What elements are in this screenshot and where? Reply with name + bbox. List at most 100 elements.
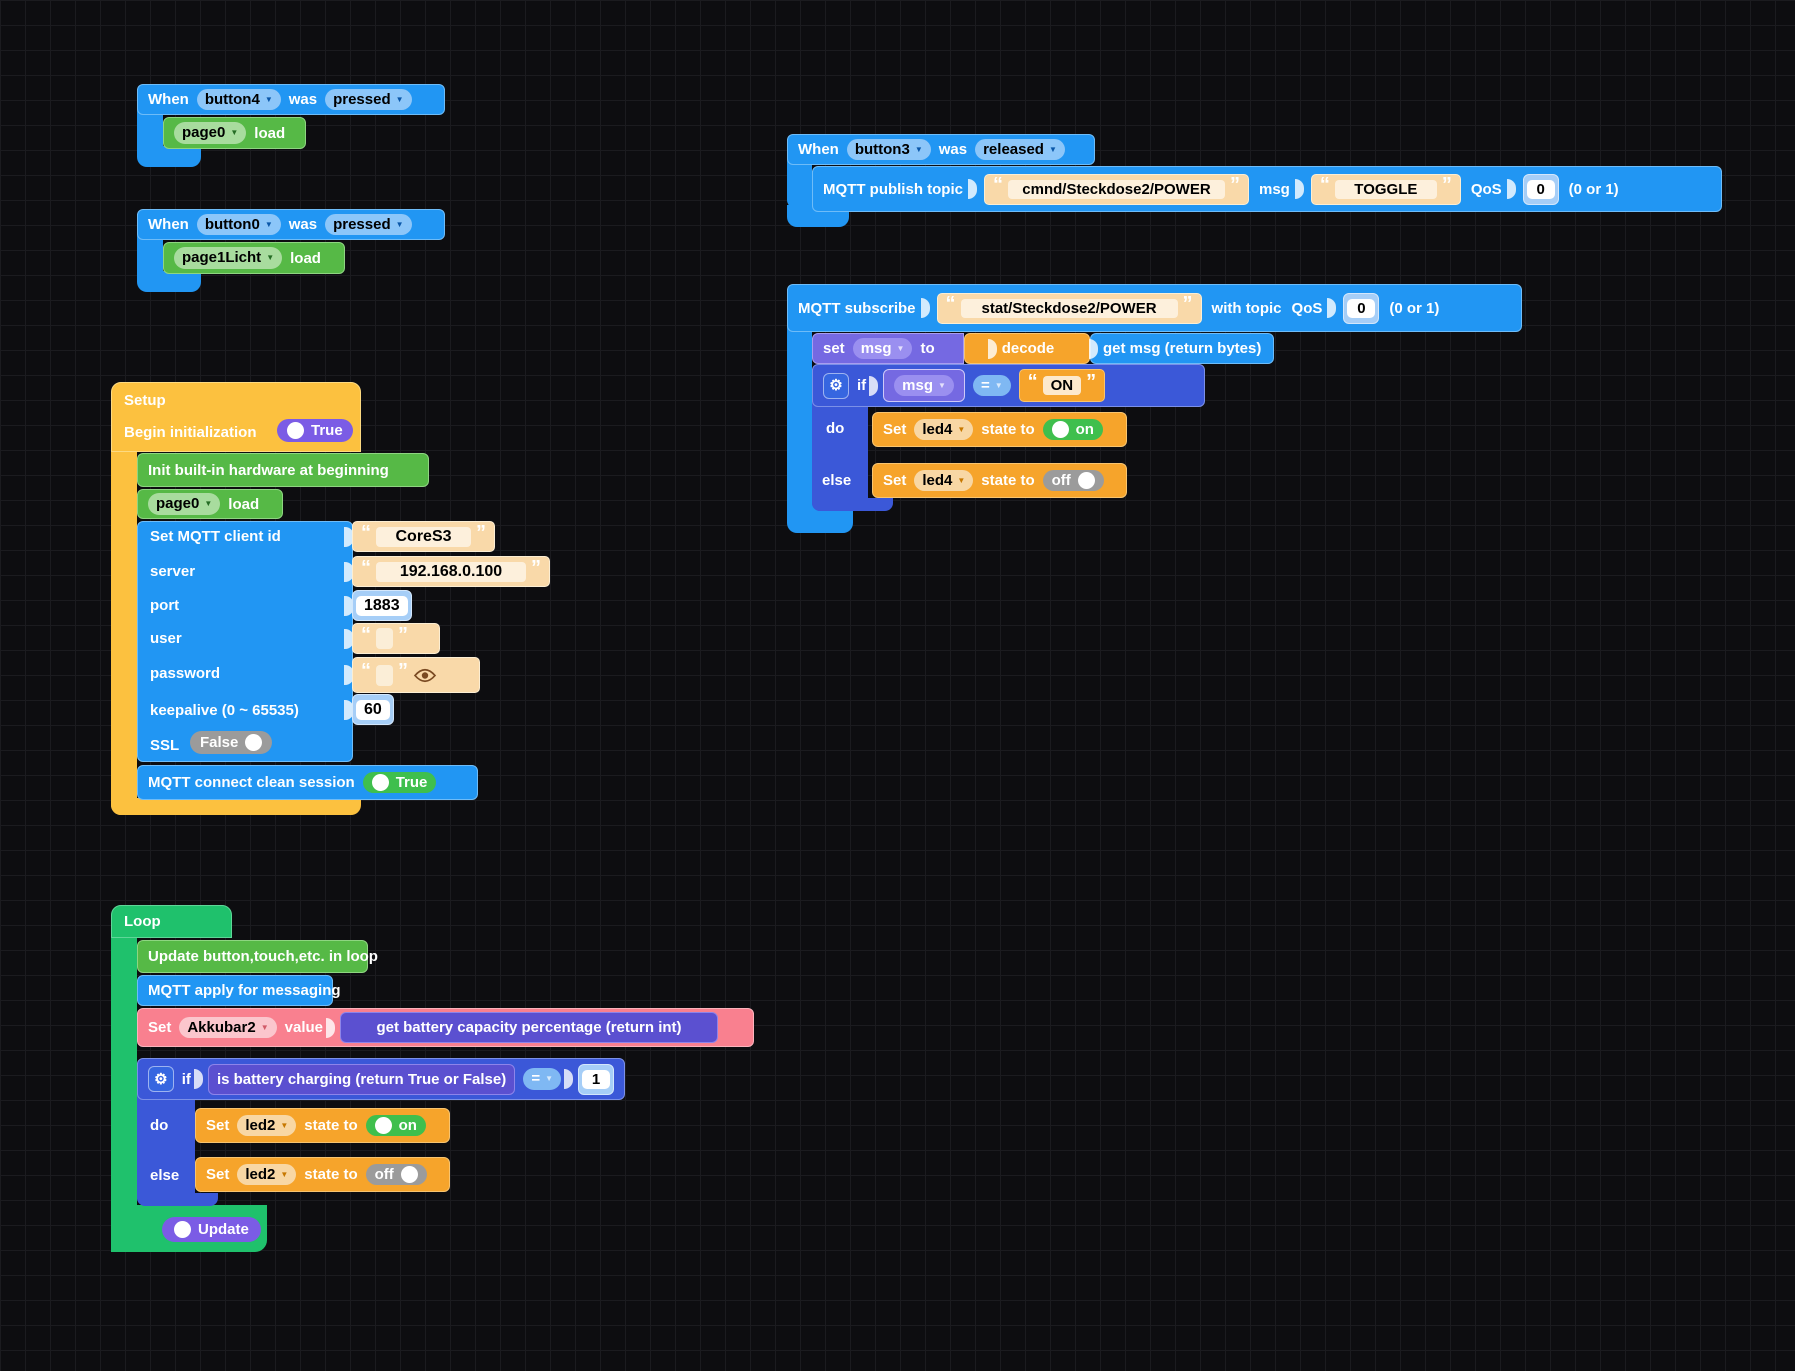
set-led-block[interactable]: Set led2▼ state to off — [195, 1157, 450, 1192]
update-toggle[interactable]: Update — [162, 1217, 261, 1242]
led-dropdown[interactable]: led4▼ — [914, 469, 974, 492]
qos-hint-label: (0 or 1) — [1389, 299, 1440, 317]
toggle-knob — [174, 1221, 191, 1238]
if-block-header[interactable]: ⚙ if msg▼ =▼ “ ON ” — [812, 364, 1205, 407]
state-toggle[interactable]: on — [365, 1115, 426, 1136]
gear-icon[interactable]: ⚙ — [148, 1066, 174, 1092]
close-quote-icon: ” — [476, 521, 486, 544]
set-widget-value-block[interactable]: Set Akkubar2▼ value get battery capacity… — [137, 1008, 754, 1047]
led-dropdown[interactable]: led2▼ — [237, 1163, 297, 1186]
init-hardware-block[interactable]: Init built-in hardware at beginning — [137, 453, 429, 487]
state-toggle[interactable]: off — [365, 1164, 427, 1185]
page-load-block[interactable]: page0▼ load — [137, 489, 283, 519]
client-id-string-block[interactable]: “ CoreS3 ” — [352, 521, 495, 552]
set-led-block[interactable]: Set led4▼ state to off — [872, 463, 1127, 498]
set-variable-block[interactable]: set msg▼ to — [812, 333, 964, 364]
led-dropdown[interactable]: led4▼ — [914, 418, 974, 441]
update-hardware-block[interactable]: Update button,touch,etc. in loop — [137, 940, 378, 973]
setup-block-foot[interactable] — [111, 798, 361, 815]
clean-session-toggle[interactable]: True — [362, 772, 437, 793]
qos-number-block[interactable]: 0 — [1522, 173, 1559, 205]
operator-dropdown[interactable]: =▼ — [972, 374, 1011, 397]
set-led-block[interactable]: Set led2▼ state to on — [195, 1108, 450, 1143]
decode-block[interactable]: decode — [964, 333, 1090, 364]
get-msg-block[interactable]: get msg (return bytes) — [1089, 333, 1274, 364]
gear-icon[interactable]: ⚙ — [823, 372, 849, 399]
event-dropdown[interactable]: pressed▼ — [325, 213, 412, 236]
chevron-down-icon: ▼ — [957, 475, 966, 485]
keepalive-label: keepalive (0 ~ 65535) — [150, 702, 299, 719]
page-load-block[interactable]: page1Licht▼ load — [163, 242, 345, 274]
page-dropdown[interactable]: page0▼ — [174, 122, 247, 144]
mqtt-subscribe-block[interactable]: MQTT subscribe “ stat/Steckdose2/POWER ”… — [787, 284, 1522, 332]
event-block-button0-foot[interactable] — [137, 271, 201, 292]
compare-number-block[interactable]: 1 — [578, 1063, 614, 1095]
with-topic-label: with topic — [1211, 299, 1282, 317]
event-block-button0[interactable]: When button0▼ was pressed▼ — [137, 209, 445, 240]
if-block-header[interactable]: ⚙ if is battery charging (return True or… — [137, 1058, 625, 1100]
compare-string-block[interactable]: “ ON ” — [1018, 369, 1106, 402]
button-dropdown[interactable]: button0▼ — [196, 213, 281, 236]
keepalive-number-block[interactable]: 60 — [352, 694, 394, 725]
set-label: Set — [206, 1117, 230, 1134]
eye-icon[interactable] — [413, 668, 437, 683]
battery-charging-block[interactable]: is battery charging (return True or Fals… — [207, 1063, 516, 1095]
toggle-knob — [371, 774, 389, 791]
event-dropdown[interactable]: pressed▼ — [325, 88, 412, 111]
setup-block-spine[interactable] — [111, 440, 137, 815]
variable-dropdown[interactable]: msg▼ — [894, 374, 954, 397]
else-label: else — [150, 1167, 180, 1184]
page-dropdown[interactable]: page0▼ — [148, 493, 221, 515]
if-block-foot[interactable] — [812, 498, 893, 511]
button-dropdown[interactable]: button3▼ — [846, 138, 931, 161]
event-block-button4[interactable]: When button4▼ was pressed▼ — [137, 84, 445, 115]
toggle-knob — [1051, 421, 1069, 438]
state-toggle[interactable]: on — [1042, 419, 1103, 440]
page-dropdown[interactable]: page1Licht▼ — [174, 247, 283, 269]
begin-initialization-toggle[interactable]: True — [277, 419, 353, 442]
server-string-block[interactable]: “ 192.168.0.100 ” — [352, 556, 550, 587]
value-socket — [344, 562, 354, 582]
open-quote-icon: “ — [361, 556, 371, 579]
ssl-toggle[interactable]: False — [190, 731, 273, 754]
mqtt-publish-block[interactable]: MQTT publish topic “ cmnd/Steckdose2/POW… — [812, 166, 1722, 212]
setup-title: Setup — [124, 392, 166, 409]
button-dropdown[interactable]: button4▼ — [196, 88, 281, 111]
msg-label: msg — [1258, 180, 1290, 198]
state-to-label: state to — [981, 421, 1035, 438]
was-label: was — [288, 216, 318, 233]
else-label: else — [822, 472, 852, 489]
user-string-block[interactable]: “ ” — [352, 623, 440, 654]
widget-dropdown[interactable]: Akkubar2▼ — [179, 1016, 277, 1039]
msg-string-block[interactable]: “ TOGGLE ” — [1310, 173, 1461, 205]
if-block-foot[interactable] — [137, 1193, 218, 1206]
value-socket — [344, 700, 354, 720]
battery-percentage-block[interactable]: get battery capacity percentage (return … — [340, 1012, 718, 1043]
mqtt-apply-block[interactable]: MQTT apply for messaging — [137, 975, 341, 1006]
topic-string-block[interactable]: “ stat/Steckdose2/POWER ” — [936, 292, 1202, 324]
password-string-block[interactable]: “ ” — [352, 657, 480, 693]
event-block-button4-foot[interactable] — [137, 146, 201, 167]
topic-string-block[interactable]: “ cmnd/Steckdose2/POWER ” — [983, 173, 1249, 205]
condition-socket — [869, 375, 879, 396]
clean-session-block[interactable]: MQTT connect clean session True — [137, 765, 478, 800]
loop-block-spine[interactable] — [111, 925, 137, 1252]
loop-block-header[interactable] — [111, 905, 232, 938]
event-block-button3[interactable]: When button3▼ was released▼ — [787, 134, 1095, 165]
toggle-knob — [400, 1166, 418, 1183]
set-led-block[interactable]: Set led4▼ state to on — [872, 412, 1127, 447]
page-load-block[interactable]: page0▼ load — [163, 117, 306, 149]
value-socket — [344, 527, 354, 547]
operator-dropdown[interactable]: =▼ — [523, 1068, 561, 1090]
value-socket — [967, 179, 977, 199]
if-label: if — [181, 1070, 191, 1088]
variable-reporter-block[interactable]: msg▼ — [883, 369, 965, 402]
port-number-block[interactable]: 1883 — [352, 590, 412, 621]
variable-dropdown[interactable]: msg▼ — [852, 337, 913, 360]
qos-number-block[interactable]: 0 — [1343, 292, 1380, 324]
event-dropdown[interactable]: released▼ — [975, 138, 1065, 161]
mqtt-subscribe-spine[interactable] — [787, 320, 812, 512]
led-dropdown[interactable]: led2▼ — [237, 1114, 297, 1137]
state-toggle[interactable]: off — [1042, 470, 1104, 491]
